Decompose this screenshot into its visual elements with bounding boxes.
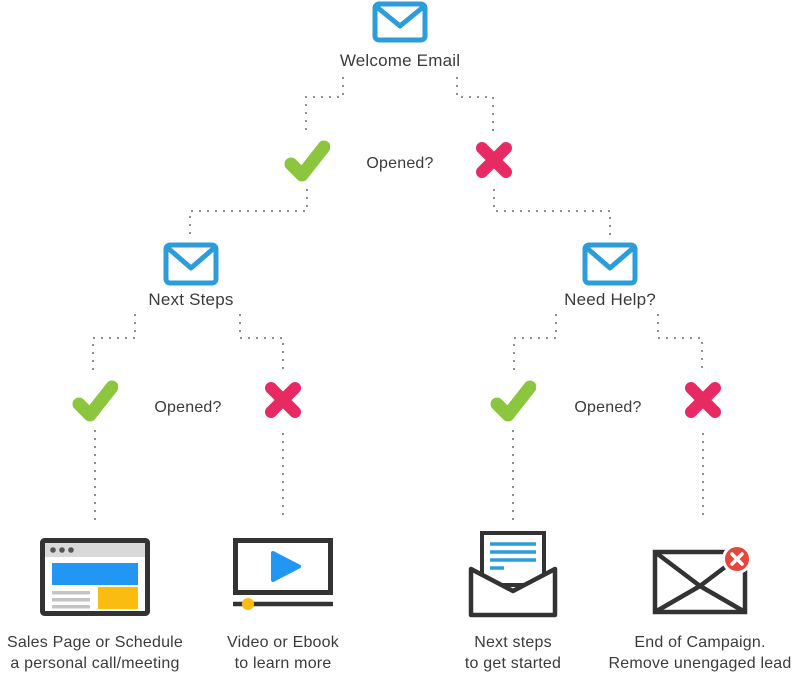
connector-needhelp-no <box>657 314 703 370</box>
x-icon <box>476 142 512 178</box>
check-icon <box>490 380 536 422</box>
x-icon <box>685 382 721 418</box>
envelope-error-icon <box>652 546 751 615</box>
connector-yes-nextsteps <box>189 189 308 237</box>
email-icon <box>163 242 219 286</box>
connector-needhelp-yes <box>513 314 557 370</box>
outcome-label-line: Next steps <box>474 634 552 651</box>
need-help-label: Need Help? <box>564 290 656 309</box>
email-icon <box>372 1 428 43</box>
check-icon <box>284 140 330 182</box>
check-icon <box>72 380 118 422</box>
outcome-label-end-campaign: End of Campaign. Remove unengaged lead <box>599 632 800 674</box>
opened-question-label: Opened? <box>366 155 434 172</box>
outcome-label-sales-page: Sales Page or Schedule a personal call/m… <box>0 632 190 674</box>
connector-nextsteps-no <box>239 314 284 370</box>
outcome-label-video-ebook: Video or Ebook to learn more <box>196 632 370 674</box>
opened-question-label: Opened? <box>574 399 642 416</box>
next-steps-label: Next Steps <box>148 290 234 309</box>
x-icon <box>265 382 301 418</box>
welcome-email-label: Welcome Email <box>339 51 461 70</box>
video-player-icon <box>233 538 333 610</box>
outcome-label-line: Sales Page or Schedule <box>6 634 184 651</box>
outcome-label-line: Video or Ebook <box>227 634 339 651</box>
outcome-label-line: to get started <box>464 655 562 672</box>
outcome-label-line: to learn more <box>234 655 332 672</box>
outcome-label-line: a personal call/meeting <box>10 655 180 672</box>
browser-icon <box>40 538 150 616</box>
connector-no-needhelp <box>493 189 611 237</box>
email-icon <box>582 242 638 286</box>
connector-nextsteps-yes <box>92 314 136 370</box>
opened-question-label: Opened? <box>154 399 222 416</box>
open-envelope-icon <box>468 531 558 618</box>
connector-root-no <box>456 77 494 131</box>
connector-root-yes <box>305 77 344 131</box>
outcome-label-line: Remove unengaged lead <box>608 655 792 672</box>
outcome-label-line: End of Campaign. <box>634 634 766 651</box>
outcome-label-next-steps: Next steps to get started <box>426 632 600 674</box>
